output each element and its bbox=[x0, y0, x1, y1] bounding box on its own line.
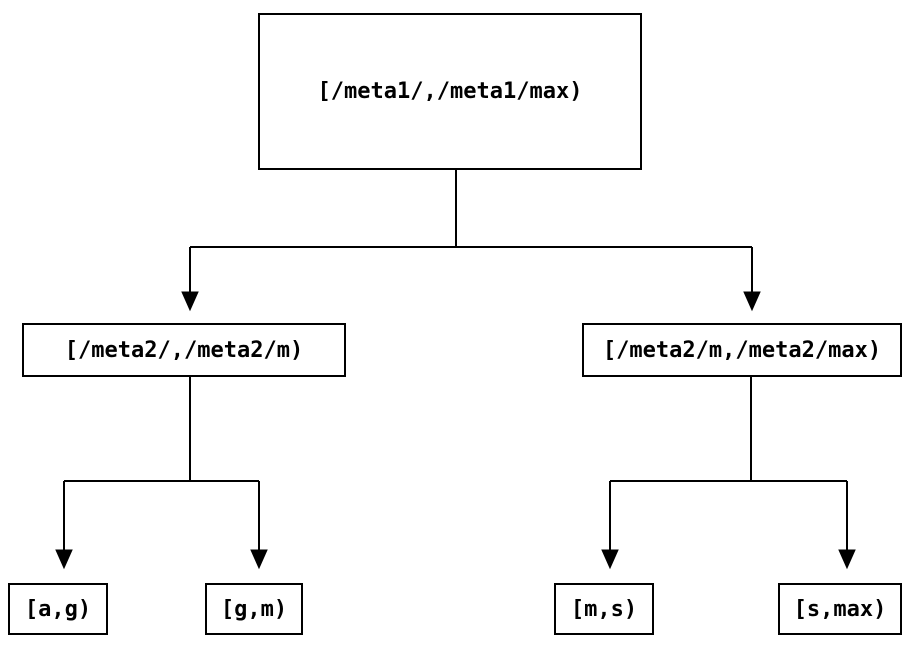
edge-right-children bbox=[601, 377, 856, 570]
arrowhead-right-child bbox=[743, 291, 761, 312]
node-root-label: [/meta1/,/meta1/max) bbox=[317, 79, 583, 104]
arrowhead-leaf-smax bbox=[838, 549, 856, 570]
node-leaf-ms-label: [m,s) bbox=[570, 596, 638, 622]
arrowhead-leaf-ms bbox=[601, 549, 619, 570]
node-right: [/meta2/m,/meta2/max) bbox=[582, 323, 902, 377]
node-leaf-smax: [s,max) bbox=[778, 583, 902, 635]
edge-left-children bbox=[55, 377, 268, 570]
node-left: [/meta2/,/meta2/m) bbox=[22, 323, 346, 377]
node-leaf-ms: [m,s) bbox=[554, 583, 654, 635]
node-left-label: [/meta2/,/meta2/m) bbox=[64, 337, 304, 363]
arrowhead-leaf-gm bbox=[250, 549, 268, 570]
node-leaf-gm-label: [g,m) bbox=[220, 596, 288, 622]
arrowhead-left-child bbox=[181, 291, 199, 312]
node-root: [/meta1/,/meta1/max) bbox=[258, 13, 642, 170]
edge-root-children bbox=[181, 170, 761, 312]
node-leaf-gm: [g,m) bbox=[205, 583, 303, 635]
node-leaf-smax-label: [s,max) bbox=[793, 596, 887, 622]
node-leaf-ag-label: [a,g) bbox=[24, 596, 92, 622]
node-leaf-ag: [a,g) bbox=[8, 583, 108, 635]
arrowhead-leaf-ag bbox=[55, 549, 73, 570]
node-right-label: [/meta2/m,/meta2/max) bbox=[602, 337, 882, 363]
